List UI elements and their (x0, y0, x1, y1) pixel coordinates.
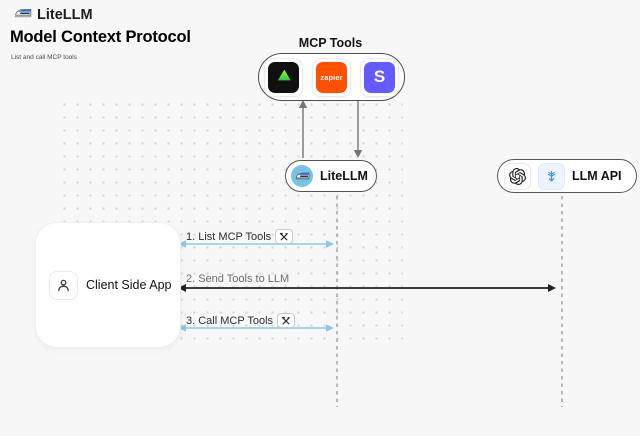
tool-tile-stripe[interactable]: S (360, 57, 399, 97)
flow-2-text: 2. Send Tools to LLM (186, 273, 290, 285)
node-client-side-app[interactable]: Client Side App (35, 222, 181, 348)
arrow-list-mcp-tools (178, 240, 334, 248)
mcp-tools-label: MCP Tools (298, 36, 363, 50)
arrow-mcp-to-litellm (353, 101, 363, 158)
user-icon (49, 270, 78, 300)
page-subtitle: List and call MCP tools (11, 54, 77, 61)
hammer-wrench-icon (277, 313, 296, 328)
arrow-litellm-to-mcp (298, 100, 308, 158)
stripe-icon: S (364, 61, 395, 93)
openai-icon (504, 162, 531, 190)
tool-tile-green-triangle[interactable] (264, 57, 303, 97)
flow-1-text: 1. List MCP Tools (186, 230, 272, 243)
tool-tile-zapier[interactable]: zapier (312, 57, 351, 97)
arrow-send-tools-to-llm (178, 284, 556, 292)
litellm-node-train-icon (291, 165, 313, 187)
arrow-call-mcp-tools (178, 324, 334, 332)
zapier-icon: zapier (316, 61, 347, 93)
node-litellm[interactable]: LiteLLM (285, 160, 377, 192)
llm-api-node-label: LLM API (572, 169, 622, 183)
flow-label-3: 3. Call MCP Tools (186, 313, 296, 328)
page-title: Model Context Protocol (10, 28, 191, 46)
flow-3-text: 3. Call MCP Tools (186, 314, 274, 327)
litellm-node-label: LiteLLM (320, 169, 368, 183)
hammer-wrench-icon (275, 229, 294, 244)
green-triangle-icon (274, 65, 294, 90)
flow-label-1: 1. List MCP Tools (186, 229, 294, 244)
litellm-train-logo-icon (14, 7, 32, 23)
brand-name: LiteLLM (37, 7, 93, 23)
node-llm-api[interactable]: LLM API (497, 159, 637, 193)
brand: LiteLLM (14, 7, 93, 23)
blue-feather-icon (538, 162, 565, 190)
mcp-tools-group[interactable]: zapier S (258, 53, 405, 101)
flow-label-2: 2. Send Tools to LLM (186, 273, 289, 285)
client-node-label: Client Side App (86, 278, 172, 292)
